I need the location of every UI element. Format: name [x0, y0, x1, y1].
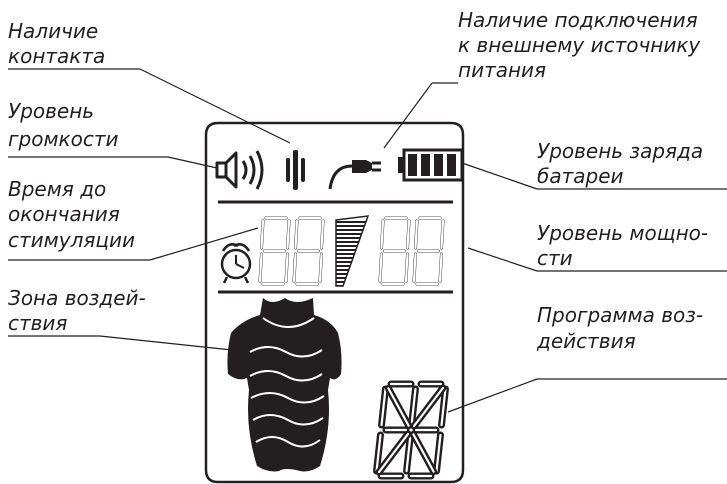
label-time: Время до окончания стимуляции — [8, 177, 259, 261]
lcd-frame — [204, 121, 465, 484]
label-contact-line-2: контакта — [8, 44, 105, 68]
plug-icon — [328, 160, 381, 190]
label-program: Программа воз- действия — [447, 303, 727, 413]
battery-cell — [421, 154, 430, 176]
label-program-line-1: Программа воз- — [537, 303, 703, 327]
alarm-clock-icon — [220, 243, 252, 284]
segment-digit — [412, 216, 445, 286]
label-power-source: Наличие подключения к внешнему источнику… — [383, 8, 701, 149]
label-power-level: Уровень мощно- сти — [467, 221, 727, 272]
label-zone: Зона воздей- ствия — [8, 286, 233, 351]
label-power-level-line-1: Уровень мощно- — [537, 221, 708, 245]
label-volume: Уровень громкости — [8, 99, 218, 169]
battery-icon — [398, 148, 464, 182]
battery-cells — [408, 154, 456, 176]
speaker-icon — [215, 150, 264, 190]
label-time-line-2: окончания — [8, 202, 120, 226]
battery-cell — [408, 154, 417, 176]
label-battery-line-2: батареи — [537, 164, 624, 188]
label-zone-line-2: ствия — [8, 311, 67, 335]
label-time-line-3: стимуляции — [8, 228, 135, 252]
contact-icon — [286, 150, 305, 190]
label-battery-line-1: Уровень заряда — [537, 139, 703, 163]
label-contact-line-1: Наличие — [8, 19, 98, 43]
segment-digit — [292, 216, 325, 286]
label-volume-line-2: громкости — [8, 127, 119, 151]
label-program-line-2: действия — [536, 329, 636, 353]
program-char — [373, 380, 449, 480]
segment-digit — [378, 216, 411, 286]
segment-digit — [258, 216, 291, 286]
label-contact: Наличие контакта — [8, 19, 291, 144]
power-level-digits — [378, 216, 445, 286]
power-level-wedge — [335, 215, 370, 287]
label-volume-line-1: Уровень — [8, 99, 94, 123]
label-power-source-line-1: Наличие подключения — [458, 8, 698, 32]
label-power-source-line-3: питания — [458, 58, 546, 82]
label-time-line-1: Время до — [8, 177, 106, 201]
timer-digits — [258, 216, 325, 286]
battery-cell — [434, 154, 443, 176]
label-power-level-line-2: сти — [537, 246, 573, 270]
battery-cell — [447, 154, 456, 176]
label-zone-line-1: Зона воздей- — [8, 286, 146, 310]
torso-icon — [227, 298, 342, 472]
label-power-source-line-2: к внешнему источнику — [458, 33, 701, 57]
label-battery: Уровень заряда батареи — [461, 139, 727, 190]
